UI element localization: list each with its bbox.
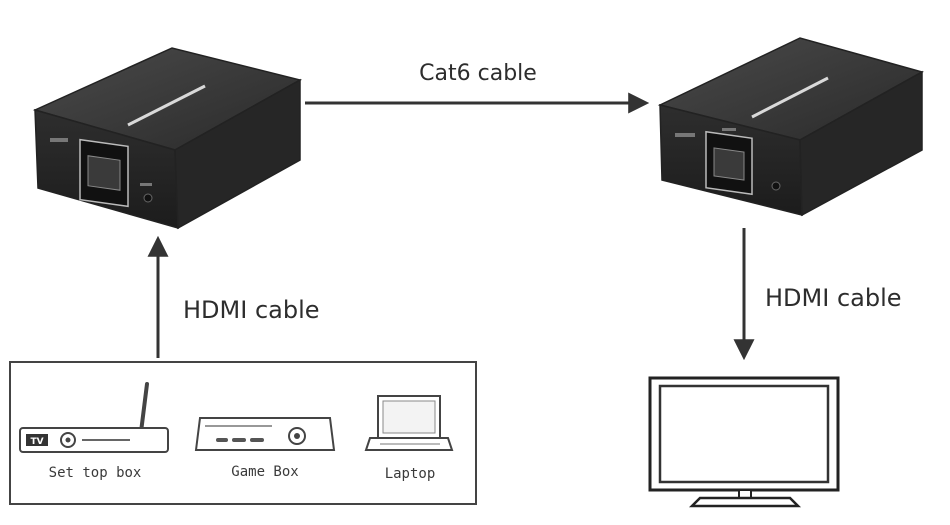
power-jack-icon [143,193,153,203]
television-icon [648,376,840,508]
rj45-port-icon [705,130,753,196]
game-box-icon [194,417,336,451]
rj45-port-icon [79,138,129,208]
set-top-box-label: Set top box [49,465,142,481]
transmitter-device [32,47,303,230]
brand-stripe [127,84,206,127]
brand-stripe [751,76,829,119]
laptop-icon [364,395,454,451]
source-devices-panel: TV Set top box Game Box Laptop [9,361,477,505]
tv-badge: TV [30,437,43,447]
game-box-label: Game Box [231,464,298,480]
receiver-device [657,37,924,217]
laptop-label: Laptop [385,466,436,482]
cat6-cable-label: Cat6 cable [419,61,537,86]
set-top-box-icon: TV [19,382,169,453]
hdmi-input-cable-label: HDMI cable [183,296,320,324]
power-jack-icon [771,181,781,191]
hdmi-output-cable-label: HDMI cable [765,284,902,312]
